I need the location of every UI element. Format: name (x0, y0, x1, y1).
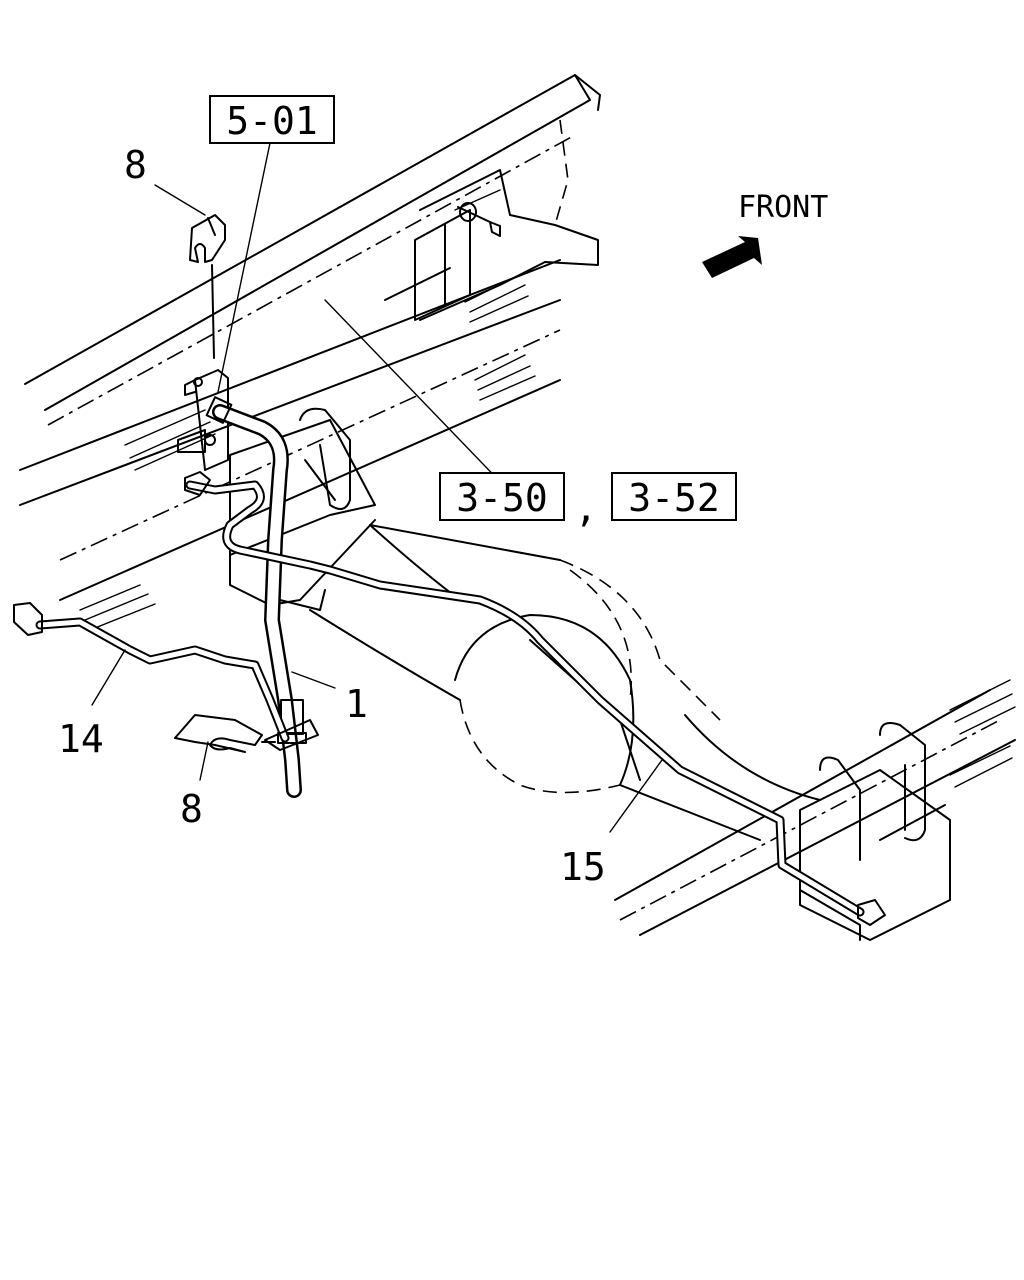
clip-upper (189, 214, 226, 359)
clip-lower (174, 714, 319, 753)
frame-rail (19, 74, 601, 631)
callout-hose: 1 (345, 682, 368, 726)
leader-lines (91, 142, 663, 833)
callout-brake-pipe-left: 14 (58, 717, 104, 761)
front-arrow-icon (702, 236, 762, 278)
front-direction-label: FRONT (738, 190, 828, 225)
callout-clip-lower: 8 (180, 787, 203, 831)
rear-axle-housing (229, 407, 1016, 941)
ref-label-middle-right: 3-52 (628, 476, 720, 520)
ref-box-middle-right: 3-52 (611, 472, 737, 521)
ref-label-middle-left: 3-50 (456, 476, 548, 520)
ref-label-upper: 5-01 (226, 99, 318, 143)
brake-pipe-left (13, 602, 290, 743)
brake-pipe-right (184, 471, 886, 926)
callout-brake-pipe-right: 15 (560, 845, 606, 889)
ref-box-middle-left: 3-50 (439, 472, 565, 521)
callout-clip-upper: 8 (124, 143, 147, 187)
ref-separator: , (575, 486, 598, 530)
ref-box-upper: 5-01 (209, 95, 335, 144)
